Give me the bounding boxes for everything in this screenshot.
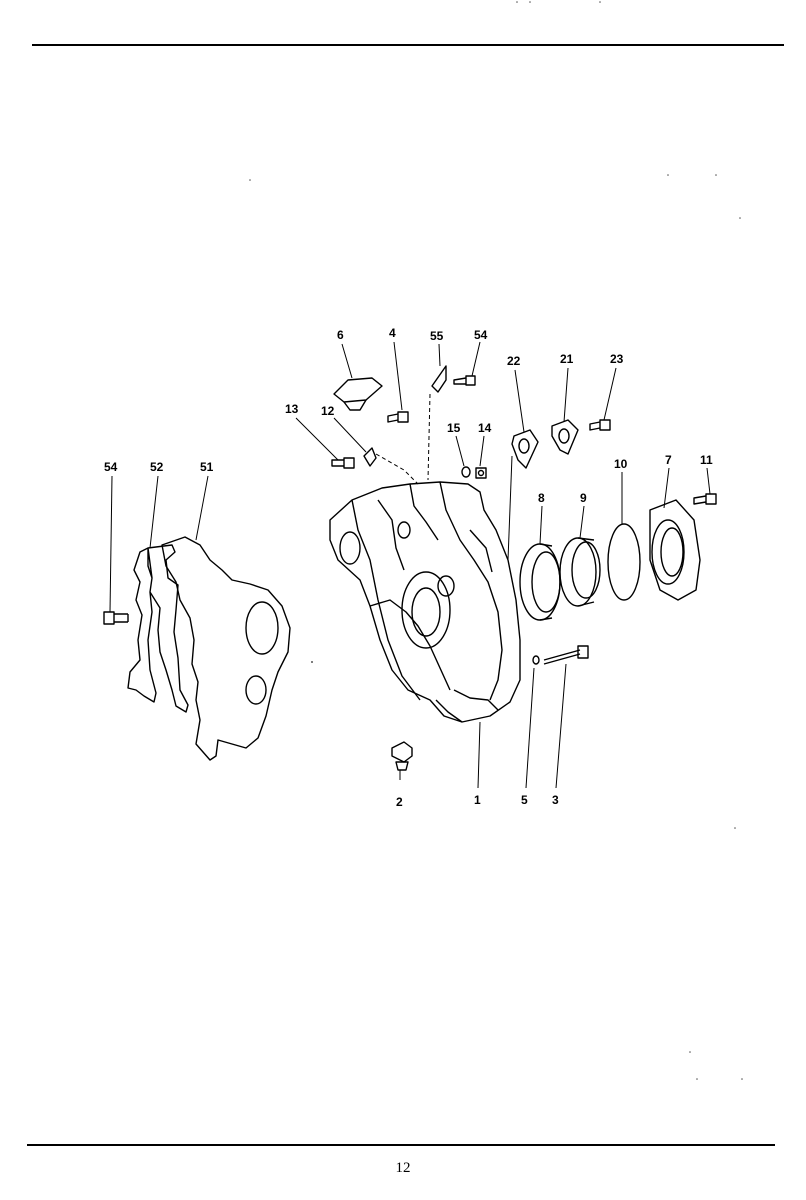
plate-22 [511,429,539,469]
gasket-51-bore [245,601,279,655]
washer-15 [461,466,471,478]
flywheel-housing-1 [329,481,521,723]
bolt-4 [387,411,409,423]
callout-15: 15 [447,421,461,435]
bolt-23 [589,419,611,431]
scan-specks [249,1,743,1080]
callout-54-left: 54 [104,460,118,474]
callout-4: 4 [389,326,396,340]
callout-3: 3 [552,793,559,807]
callout-1: 1 [474,793,481,807]
leader-lines [109,341,711,789]
nut-14 [475,467,487,479]
callout-labels: 6 4 55 54 22 21 23 13 12 15 14 10 7 11 8… [104,326,713,809]
cover-6 [333,377,383,411]
callout-9: 9 [580,491,587,505]
callout-8: 8 [538,491,545,505]
callout-22: 22 [507,354,521,368]
callout-10: 10 [614,457,628,471]
callout-14: 14 [478,421,492,435]
callout-23: 23 [610,352,624,366]
washer-5 [532,655,540,665]
callout-13: 13 [285,402,299,416]
page-number: 12 [395,1160,411,1176]
bolt-13 [331,457,355,469]
bottom-rule [27,1144,775,1146]
plate-21 [551,419,579,455]
bolt-54-top [453,375,476,386]
bolt-3 [543,645,589,665]
bolt-11 [693,493,717,505]
bolt-54-left [103,611,129,625]
callout-52: 52 [150,460,164,474]
bracket-55 [431,365,447,393]
callout-11: 11 [700,453,713,467]
gasket-52 [127,544,189,713]
callout-2: 2 [396,795,403,809]
seal-9 [559,537,601,607]
callout-6: 6 [337,328,344,342]
plug-2 [391,741,413,771]
callout-5: 5 [521,793,528,807]
clamp-12 [363,447,377,467]
callout-7: 7 [665,453,672,467]
callout-21: 21 [560,352,574,366]
cover-7 [649,499,701,601]
top-rule [32,44,784,46]
callout-12: 12 [321,404,335,418]
o-ring-10 [607,523,641,601]
callout-51: 51 [200,460,214,474]
seal-8 [519,543,561,621]
gasket-51 [161,536,291,761]
gasket-51-bore-lower [245,675,267,705]
callout-55: 55 [430,329,444,343]
callout-54-top: 54 [474,328,488,342]
